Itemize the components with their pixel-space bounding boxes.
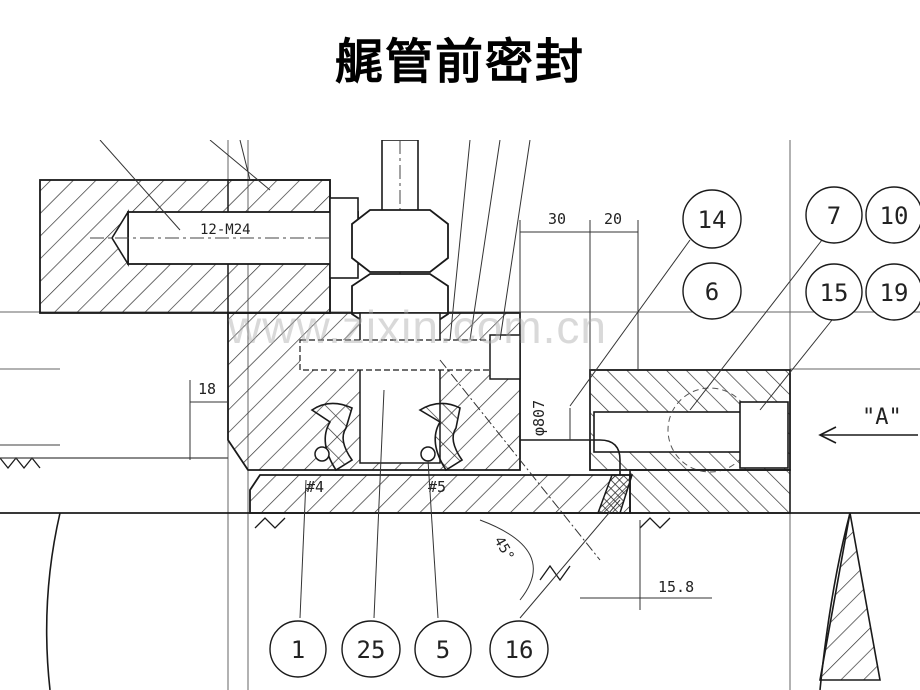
callout-label-6: 6 <box>705 278 719 306</box>
dim-angle: 45° <box>491 534 518 564</box>
seal-4-marker: #4 <box>306 478 324 496</box>
view-a-arrow <box>818 426 918 444</box>
callout-label-1: 1 <box>291 636 305 664</box>
lip-seals <box>310 402 464 472</box>
callout-label-16: 16 <box>505 636 534 664</box>
dim-15-8: 15.8 <box>658 578 694 596</box>
propeller-shaft <box>0 512 920 690</box>
page-title: 艉管前密封 <box>334 34 585 90</box>
callout-label-10: 10 <box>880 202 909 230</box>
callout-16 <box>489 620 549 678</box>
callout-label-15: 15 <box>820 279 849 307</box>
callout-19 <box>865 263 920 321</box>
callout-1 <box>269 620 327 678</box>
callout-25 <box>341 620 401 678</box>
leader-lines <box>99 140 841 619</box>
callout-label-7: 7 <box>827 202 841 230</box>
seal-5-marker: #5 <box>428 478 446 496</box>
shaft-liner <box>249 439 791 514</box>
callout-label-25: 25 <box>357 636 386 664</box>
callout-label-14: 14 <box>698 206 727 234</box>
callout-6 <box>682 262 742 320</box>
bolt-spec-label: 12-M24 <box>200 222 251 238</box>
dim-30: 30 <box>548 210 566 228</box>
callout-5 <box>414 620 472 678</box>
callout-7 <box>805 186 863 244</box>
callout-labels: 14 6 7 10 15 19 1 25 5 16 <box>291 202 909 664</box>
callout-balloons <box>269 186 920 678</box>
hex-bolt <box>90 197 360 279</box>
seal-drawing: 12-M24 #4 #5 <box>0 140 920 690</box>
dim-20: 20 <box>604 210 622 228</box>
callout-15 <box>805 263 863 321</box>
view-a-label: "A" <box>862 405 902 430</box>
dim-18: 18 <box>198 380 216 398</box>
dim-diameter: φ807 <box>530 400 548 436</box>
callout-label-5: 5 <box>436 636 450 664</box>
callout-label-19: 19 <box>880 279 909 307</box>
dimension-lines <box>189 220 712 610</box>
flange-ring <box>589 369 791 473</box>
callout-14 <box>682 189 742 249</box>
watermark-text: www.zixin.com.cn <box>228 301 607 353</box>
callout-10 <box>865 186 920 244</box>
